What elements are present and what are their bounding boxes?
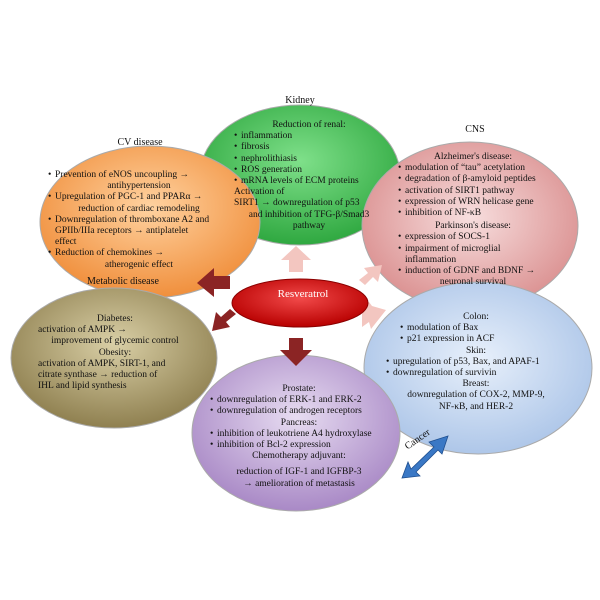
cns-item: expression of SOCS-1 — [398, 232, 548, 243]
kidney-title: Kidney — [285, 95, 315, 106]
cns-content: Alzheimer's disease: modulation of “tau”… — [398, 152, 548, 288]
cns-title: CNS — [465, 124, 485, 135]
skin-list: upregulation of p53, Bax, and APAF-1 dow… — [386, 357, 566, 380]
breast-heading: Breast: — [462, 379, 490, 390]
alzheimers-heading: Alzheimer's disease: — [434, 152, 512, 162]
pancreas-list: inhibition of leukotriene A4 hydroxylase… — [210, 429, 388, 452]
cv-item-cont: GPIIb/IIIa receptors → antiplatelet — [55, 226, 189, 237]
skin-item: upregulation of p53, Bax, and APAF-1 — [386, 357, 566, 368]
obesity-line: activation of AMPK, SIRT-1, and — [38, 358, 166, 369]
kidney-extra-3: and inhibition of TFG-β/Smad3 — [248, 209, 370, 220]
cv-item: Prevention of eNOS uncoupling → — [48, 170, 230, 181]
center-label: Resveratrol — [277, 288, 329, 300]
cns-item: expression of WRN helicase gene — [398, 197, 548, 208]
colon-list: modulation of Bax p21 expression in ACF — [386, 323, 566, 346]
cv-item-cont: antihypertension — [107, 181, 171, 192]
cv-item: Downregulation of thromboxane A2 and — [48, 215, 230, 226]
cancer-double-arrow — [401, 435, 449, 479]
diabetes-line: improvement of glycemic control — [51, 336, 179, 347]
pancreas-item: inhibition of Bcl-2 expression — [210, 440, 388, 451]
kidney-list: inflammation fibrosis nephrolithiasis RO… — [234, 131, 384, 187]
cv-item-cont: reduction of cardiac remodeling — [78, 203, 200, 214]
prostate-list: downregulation of ERK-1 and ERK-2 downre… — [210, 395, 388, 418]
arrow-down-cancer — [280, 338, 312, 366]
prostate-heading: Prostate: — [282, 384, 316, 394]
kidney-content: Reduction of renal: inflammation fibrosi… — [234, 120, 384, 232]
chemo-line: → amelioration of metastasis — [243, 478, 355, 489]
cns-item: activation of SIRT1 pathway — [398, 186, 548, 197]
cns-item-cont: neuronal survival — [439, 277, 507, 288]
diabetes-line: activation of AMPK → — [38, 325, 127, 336]
breast-line: NF-κB, and HER-2 — [438, 401, 514, 412]
kidney-item: ROS generation — [234, 165, 384, 176]
metabolic-content: Diabetes: activation of AMPK → improveme… — [38, 314, 192, 392]
cv-title: CV disease — [117, 137, 163, 148]
cv-item: Upregulation of PGC-1 and PPARα → — [48, 192, 230, 203]
cv-item: Reduction of chemokines → — [48, 248, 230, 259]
kidney-extra-2: SIRT1 → downregulation of p53 — [234, 198, 360, 209]
prostate-item: downregulation of androgen receptors — [210, 406, 388, 417]
arrow-up-kidney — [281, 246, 311, 272]
kidney-item: mRNA levels of ECM proteins — [234, 176, 384, 187]
chemo-heading: Chemotherapy adjuvant: — [252, 451, 346, 462]
breast-line: downregulation of COX-2, MMP-9, — [407, 390, 545, 401]
cv-item-cont: atherogenic effect — [104, 259, 174, 270]
chemo-line: reduction of IGF-1 and IGFBP-3 — [236, 467, 362, 478]
kidney-item: nephrolithiasis — [234, 154, 384, 165]
kidney-extra-4: pathway — [292, 220, 326, 231]
cns-item: induction of GDNF and BDNF → — [398, 266, 548, 277]
cv-item-cont: effect — [55, 237, 77, 248]
cns-item: modulation of “tau” acetylation — [398, 163, 548, 174]
obesity-line: IHL and lipid synthesis — [38, 381, 127, 392]
alzheimers-list: modulation of “tau” acetylation degradat… — [398, 163, 548, 219]
prostate-item: downregulation of ERK-1 and ERK-2 — [210, 395, 388, 406]
diabetes-heading: Diabetes: — [97, 314, 133, 324]
cv-list: Prevention of eNOS uncoupling → antihype… — [48, 170, 230, 271]
center-resveratrol-bubble — [231, 278, 369, 328]
skin-item: downregulation of survivin — [386, 368, 566, 379]
cancer-right-content: Colon: modulation of Bax p21 expression … — [386, 312, 566, 413]
colon-item: modulation of Bax — [400, 323, 566, 334]
arrow-to-cancer-right — [362, 302, 386, 329]
arrow-to-cns — [359, 265, 382, 285]
kidney-item: inflammation — [234, 131, 384, 142]
kidney-extra-1: Activation of — [234, 187, 285, 198]
cns-item: inhibition of NF-κB — [398, 208, 548, 219]
colon-heading: Colon: — [463, 312, 489, 322]
pancreas-item: inhibition of leukotriene A4 hydroxylase — [210, 429, 388, 440]
cv-content: Prevention of eNOS uncoupling → antihype… — [48, 170, 230, 271]
arrow-to-metabolic — [212, 309, 236, 331]
arrow-to-cv — [197, 268, 230, 297]
parkinsons-heading: Parkinson's disease: — [435, 221, 511, 232]
obesity-line: citrate synthase → reduction of — [38, 370, 158, 381]
skin-heading: Skin: — [465, 345, 487, 356]
colon-item: p21 expression in ACF — [400, 334, 566, 345]
pancreas-heading: Pancreas: — [280, 417, 318, 428]
kidney-heading: Reduction of renal: — [272, 120, 346, 130]
cancer-bottom-content: Prostate: downregulation of ERK-1 and ER… — [210, 384, 388, 490]
metabolic-title: Metabolic disease — [87, 276, 159, 287]
cns-item: degradation of β-amyloid peptides — [398, 174, 548, 185]
metabolic-bubble — [10, 287, 218, 429]
parkinsons-list: expression of SOCS-1 impairment of micro… — [398, 232, 548, 288]
obesity-heading: Obesity: — [98, 347, 132, 358]
kidney-item: fibrosis — [234, 142, 384, 153]
cns-item: impairment of microglial inflammation — [398, 244, 517, 266]
